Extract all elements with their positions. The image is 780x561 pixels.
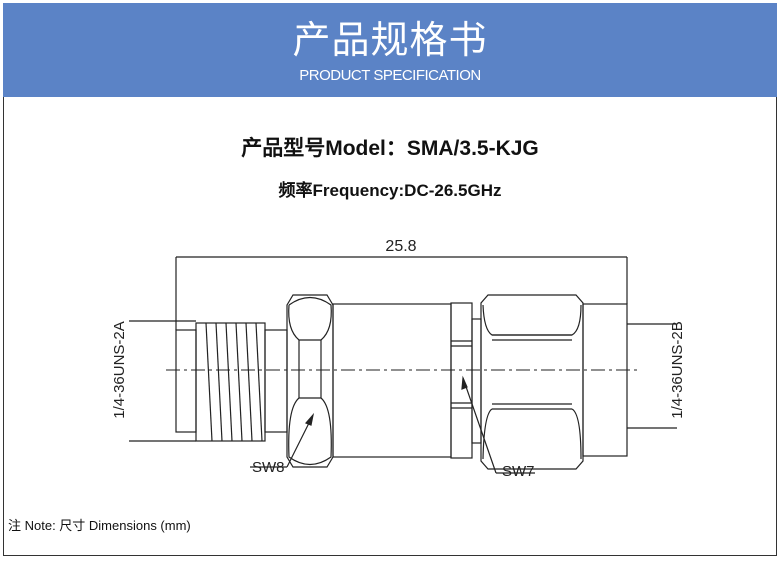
- sw8-leader: [250, 412, 315, 468]
- ring: [450, 302, 473, 459]
- model-text: 产品型号Model：SMA/3.5-KJG: [241, 137, 539, 160]
- page-subtitle: PRODUCT SPECIFICATION: [299, 67, 481, 84]
- center-body: [332, 303, 452, 458]
- page-frame: [3, 3, 777, 556]
- threaded-section: [195, 322, 266, 442]
- right-sleeve: [582, 303, 628, 457]
- right-hex-nut: [480, 294, 584, 470]
- header-banner: 产品规格书 PRODUCT SPECIFICATION: [3, 3, 777, 97]
- left-thread-label: 1/4-36UNS-2A: [111, 321, 128, 419]
- left-hex-nut: [286, 294, 334, 468]
- sw7-leader: [461, 375, 535, 474]
- left-neck: [264, 329, 288, 433]
- overall-length-label: 25.8: [385, 238, 416, 255]
- dimension-line: [175, 256, 628, 330]
- right-pin: [627, 323, 677, 429]
- sw7-label: SW7: [502, 463, 535, 480]
- page-title: 产品规格书: [292, 18, 488, 62]
- right-thread-label: 1/4-36UNS-2B: [669, 321, 686, 419]
- sw8-label: SW8: [252, 459, 285, 476]
- left-thread-extension: [129, 320, 196, 442]
- dimension-note: 注 Note: 尺寸 Dimensions (mm): [8, 518, 191, 533]
- frequency-text: 频率Frequency:DC-26.5GHz: [278, 181, 502, 200]
- left-body: [175, 329, 197, 433]
